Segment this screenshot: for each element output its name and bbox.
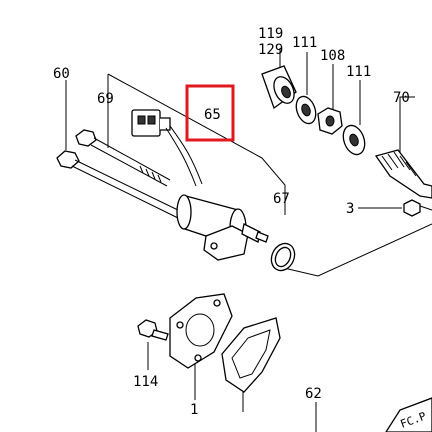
bolt-69: [75, 129, 171, 187]
label-114: 114: [133, 374, 158, 390]
o-ring-67: [270, 242, 296, 272]
label-3: 3: [346, 201, 354, 217]
label-70: 70: [393, 90, 410, 106]
bolt-60: [56, 150, 183, 219]
highlight-box[interactable]: [185, 84, 235, 142]
gasket-1: [169, 293, 233, 369]
nut-108: [317, 107, 343, 135]
label-67: 67: [273, 191, 290, 207]
cap-nut-119: [261, 65, 297, 110]
label-65: 65: [204, 107, 221, 123]
bolt-114: [137, 319, 169, 341]
washer-111b: [342, 124, 366, 156]
label-62: 62: [305, 386, 322, 402]
label-111a: 111: [292, 35, 317, 51]
label-69: 69: [97, 91, 114, 107]
gasket-62: [221, 317, 281, 393]
connector: [131, 109, 161, 137]
label-1: 1: [190, 402, 198, 418]
leader-lines: [65, 48, 432, 432]
label-129: 129: [258, 42, 283, 58]
label-60: 60: [53, 66, 70, 82]
corner-stamp: [385, 397, 432, 432]
solenoid-65: [131, 109, 269, 261]
callout-labels: 119 129 111 108 111 60 69 65 70 67 3 114…: [53, 26, 410, 418]
label-119: 119: [258, 26, 283, 42]
washer-111a: [295, 95, 317, 125]
label-111b: 111: [346, 64, 371, 80]
boot-70: [374, 149, 432, 199]
bolt-3: [403, 199, 432, 217]
label-108: 108: [320, 48, 345, 64]
